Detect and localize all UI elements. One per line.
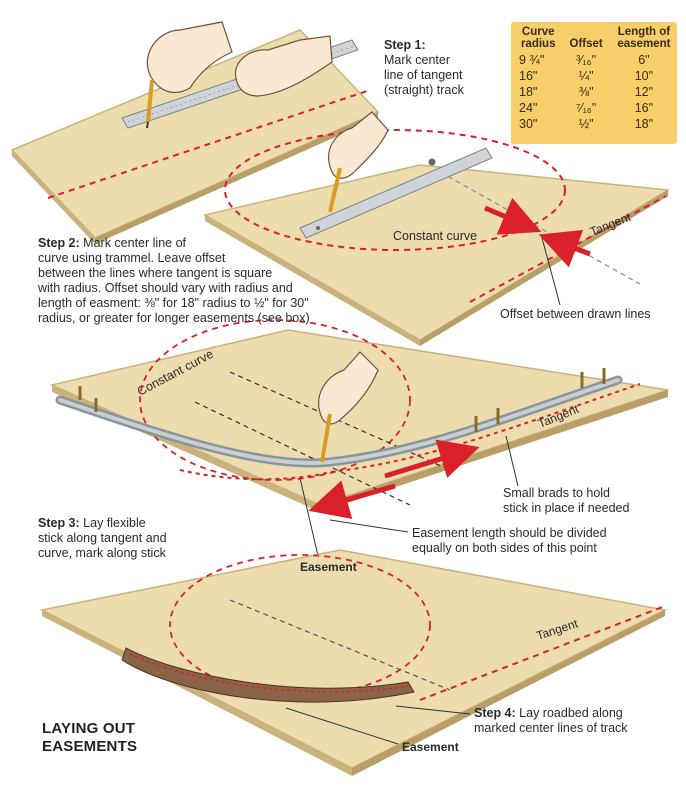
step2-line-6: radius, or greater for longer easements …	[38, 311, 378, 326]
easement-label-step3: Easement	[300, 560, 357, 575]
table-row: 16"¼"10"	[515, 68, 677, 84]
brads-label: Small brads to hold stick in place if ne…	[503, 486, 629, 516]
step3-block: Step 3: Lay flexible stick along tangent…	[38, 516, 167, 561]
table-row: 24"⁷⁄₁₆"16"	[515, 100, 677, 116]
step2-block: Step 2: Mark center line of curve using …	[38, 236, 378, 326]
step1-line-2: line of tangent	[384, 68, 464, 83]
caption-line-1: LAYING OUT	[42, 720, 137, 738]
step2-line-2: curve using trammel. Leave offset	[38, 251, 378, 266]
step4-line-1: Lay roadbed along	[519, 706, 623, 720]
step1-title: Step 1:	[384, 38, 464, 53]
table-row: 30"½"18"	[515, 116, 677, 132]
step4-block: Step 4: Lay roadbed along marked center …	[474, 706, 628, 736]
easement-length-leader	[330, 520, 408, 532]
table-row: 18"⅜"12"	[515, 84, 677, 100]
easement-label-step4: Easement	[402, 740, 459, 755]
offset-label: Offset between drawn lines	[500, 307, 651, 322]
step3-line-2: stick along tangent and	[38, 531, 167, 546]
step1-line-3: (straight) track	[384, 83, 464, 98]
step2-line-4: with radius. Offset should vary with rad…	[38, 281, 378, 296]
step3-title: Step 3:	[38, 516, 80, 530]
diagram-caption: LAYING OUT EASEMENTS	[42, 720, 137, 756]
table-row: 9 ¾"³⁄₁₆"6"	[515, 52, 677, 68]
step4-title: Step 4:	[474, 706, 516, 720]
step2-title: Step 2:	[38, 236, 80, 250]
easement-length-label: Easement length should be divided equall…	[412, 526, 607, 556]
constant-curve-label-step2: Constant curve	[393, 229, 477, 243]
step3-line-3: curve, mark along stick	[38, 546, 167, 561]
step1-block: Step 1: Mark center line of tangent (str…	[384, 38, 464, 98]
step2-line-5: length of easment: ⅜" for 18" radius to …	[38, 296, 378, 311]
step3-line-1: Lay flexible	[83, 516, 146, 530]
table-header-offset: Offset	[561, 26, 610, 52]
step1-line-1: Mark center	[384, 53, 464, 68]
step2-line-1: Mark center line of	[83, 236, 186, 250]
step2-line-3: between the lines where tangent is squar…	[38, 266, 378, 281]
caption-line-2: EASEMENTS	[42, 738, 137, 756]
step4-line-2: marked center lines of track	[474, 721, 628, 736]
